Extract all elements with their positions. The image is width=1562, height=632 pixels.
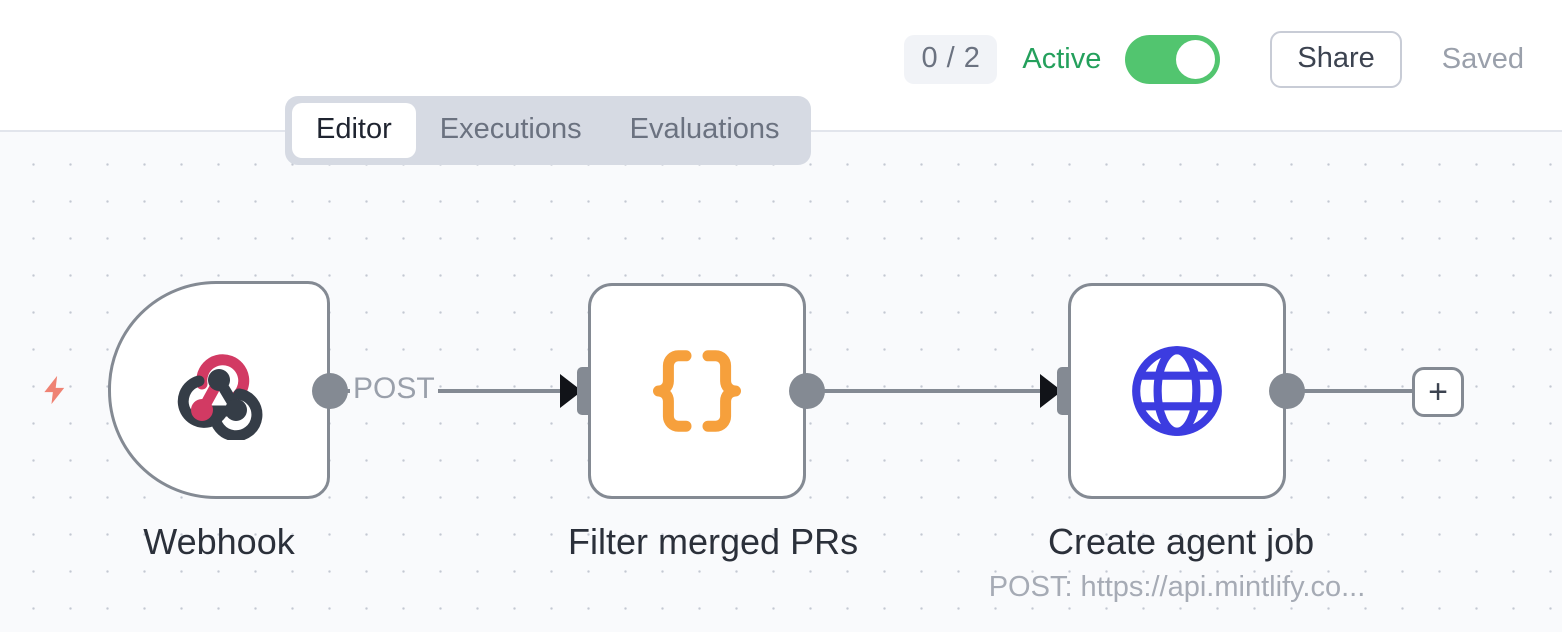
edge-filter-http	[806, 389, 1058, 393]
toggle-knob	[1176, 40, 1216, 79]
active-toggle[interactable]	[1125, 35, 1221, 84]
node-title-http: Create agent job	[1048, 521, 1315, 562]
edge-webhook-filter	[330, 389, 582, 393]
handle-out-http[interactable]	[1269, 373, 1305, 409]
active-status-label: Active	[1022, 43, 1102, 75]
node-title-webhook: Webhook	[143, 521, 295, 562]
plus-icon: +	[1428, 373, 1448, 411]
globe-icon	[1132, 346, 1222, 436]
handle-out-webhook[interactable]	[312, 373, 348, 409]
handle-out-filter[interactable]	[789, 373, 825, 409]
node-http[interactable]	[1068, 283, 1286, 499]
view-tabs: Editor Executions Evaluations	[285, 96, 811, 165]
saved-status-label: Saved	[1441, 43, 1524, 75]
edge-arrowhead-filter	[560, 374, 582, 408]
header-actions: 0 / 2 Active Share Saved	[904, 31, 1524, 88]
node-subtitle-http: POST: https://api.mintlify.co...	[988, 571, 1366, 603]
share-button[interactable]: Share	[1270, 31, 1402, 88]
tab-evaluations[interactable]: Evaluations	[629, 113, 780, 145]
tab-executions[interactable]: Executions	[439, 113, 582, 145]
workflow-canvas[interactable]: POST Webhook	[0, 132, 1562, 632]
curly-braces-icon	[653, 350, 741, 432]
edge-label-post: POST	[350, 374, 438, 404]
add-node-button[interactable]: +	[1412, 367, 1464, 417]
lightning-bolt-icon	[44, 375, 65, 405]
webhook-icon	[177, 354, 263, 440]
tab-editor[interactable]: Editor	[292, 103, 416, 158]
edge-http-add	[1286, 389, 1414, 393]
node-webhook[interactable]	[108, 281, 330, 499]
edge-arrowhead-http	[1040, 374, 1062, 408]
run-count-badge: 0 / 2	[904, 35, 998, 84]
node-filter[interactable]	[588, 283, 806, 499]
node-title-filter: Filter merged PRs	[568, 521, 859, 562]
